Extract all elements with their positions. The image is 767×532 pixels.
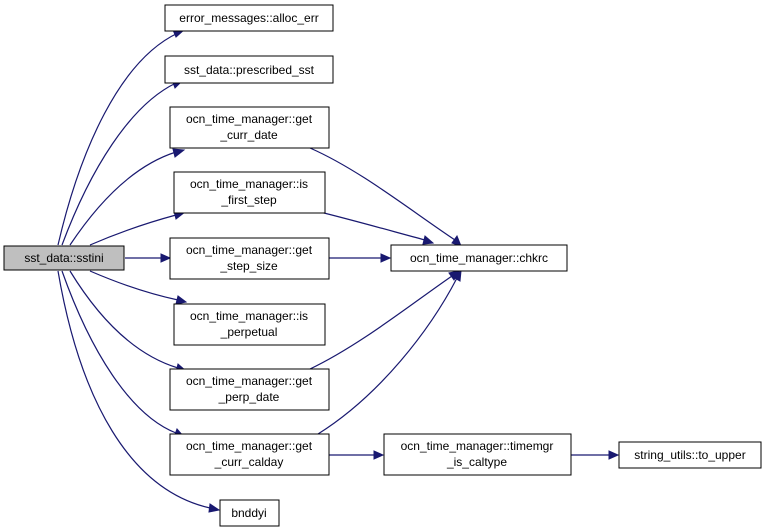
edge-sstini-to-get-curr-calday xyxy=(61,270,186,438)
node-label-line1: ocn_time_manager::get xyxy=(186,243,313,257)
node-label-line1: ocn_time_manager::get xyxy=(186,112,313,126)
node-ocn-time-manager-chkrc[interactable]: ocn_time_manager::chkrc xyxy=(390,244,568,272)
edge-get-curr-calday-to-chkrc xyxy=(317,269,462,435)
edge-get-perp-date-to-chkrc xyxy=(309,270,460,370)
call-graph-nodes: sst_data::sstini error_messages::alloc_e… xyxy=(3,4,762,527)
node-label: string_utils::to_upper xyxy=(634,448,745,462)
edge-timemgr-is-caltype-to-to-upper xyxy=(571,450,620,460)
node-ocn-time-manager-is-first-step[interactable]: ocn_time_manager::is _first_step xyxy=(173,171,326,214)
node-error-messages-alloc-err[interactable]: error_messages::alloc_err xyxy=(164,4,334,32)
edge-sstini-to-get-step-size xyxy=(125,253,172,263)
node-sst-data-prescribed-sst[interactable]: sst_data::prescribed_sst xyxy=(164,55,334,84)
node-bnddyi[interactable]: bnddyi xyxy=(219,499,280,527)
edge-sstini-to-bnddyi xyxy=(57,270,221,513)
node-label-line2: _perp_date xyxy=(218,390,280,404)
node-label-line2: _first_step xyxy=(220,193,277,207)
node-ocn-time-manager-is-perpetual[interactable]: ocn_time_manager::is _perpetual xyxy=(173,303,326,346)
edge-get-step-size-to-chkrc xyxy=(329,253,392,263)
node-label-line1: ocn_time_manager::is xyxy=(190,177,308,191)
node-label: sst_data::prescribed_sst xyxy=(184,63,315,77)
node-label-line2: _curr_calday xyxy=(214,455,284,469)
node-ocn-time-manager-get-step-size[interactable]: ocn_time_manager::get _step_size xyxy=(169,237,330,280)
edge-sstini-to-prescribed-sst xyxy=(61,78,186,246)
edge-get-curr-calday-to-timemgr-is-caltype xyxy=(329,450,385,460)
edge-get-curr-date-to-chkrc xyxy=(309,147,462,247)
node-label-line1: ocn_time_manager::timemgr xyxy=(401,439,554,453)
node-label: ocn_time_manager::chkrc xyxy=(410,251,548,265)
node-ocn-time-manager-get-curr-calday[interactable]: ocn_time_manager::get _curr_calday xyxy=(169,433,330,476)
node-label-line1: ocn_time_manager::get xyxy=(186,439,313,453)
edge-sstini-to-is-perpetual xyxy=(89,270,188,305)
edge-sstini-to-get-curr-date xyxy=(69,148,186,246)
node-label-line2: _step_size xyxy=(219,259,278,273)
node-label-line2: _perpetual xyxy=(220,325,278,339)
node-label-line1: ocn_time_manager::is xyxy=(190,309,308,323)
node-label-line2: _is_caltype xyxy=(446,455,507,469)
node-sst-data-sstini[interactable]: sst_data::sstini xyxy=(3,245,125,271)
edge-is-first-step-to-chkrc xyxy=(319,211,435,245)
node-string-utils-to-upper[interactable]: string_utils::to_upper xyxy=(618,441,762,469)
node-label: bnddyi xyxy=(231,506,266,520)
node-ocn-time-manager-get-perp-date[interactable]: ocn_time_manager::get _perp_date xyxy=(169,368,330,411)
node-label-line1: ocn_time_manager::get xyxy=(186,374,313,388)
node-label-line2: _curr_date xyxy=(219,128,278,142)
node-label: error_messages::alloc_err xyxy=(179,11,318,25)
node-ocn-time-manager-get-curr-date[interactable]: ocn_time_manager::get _curr_date xyxy=(169,106,330,149)
node-label: sst_data::sstini xyxy=(24,251,103,265)
node-ocn-time-manager-timemgr-is-caltype[interactable]: ocn_time_manager::timemgr _is_caltype xyxy=(383,433,572,476)
